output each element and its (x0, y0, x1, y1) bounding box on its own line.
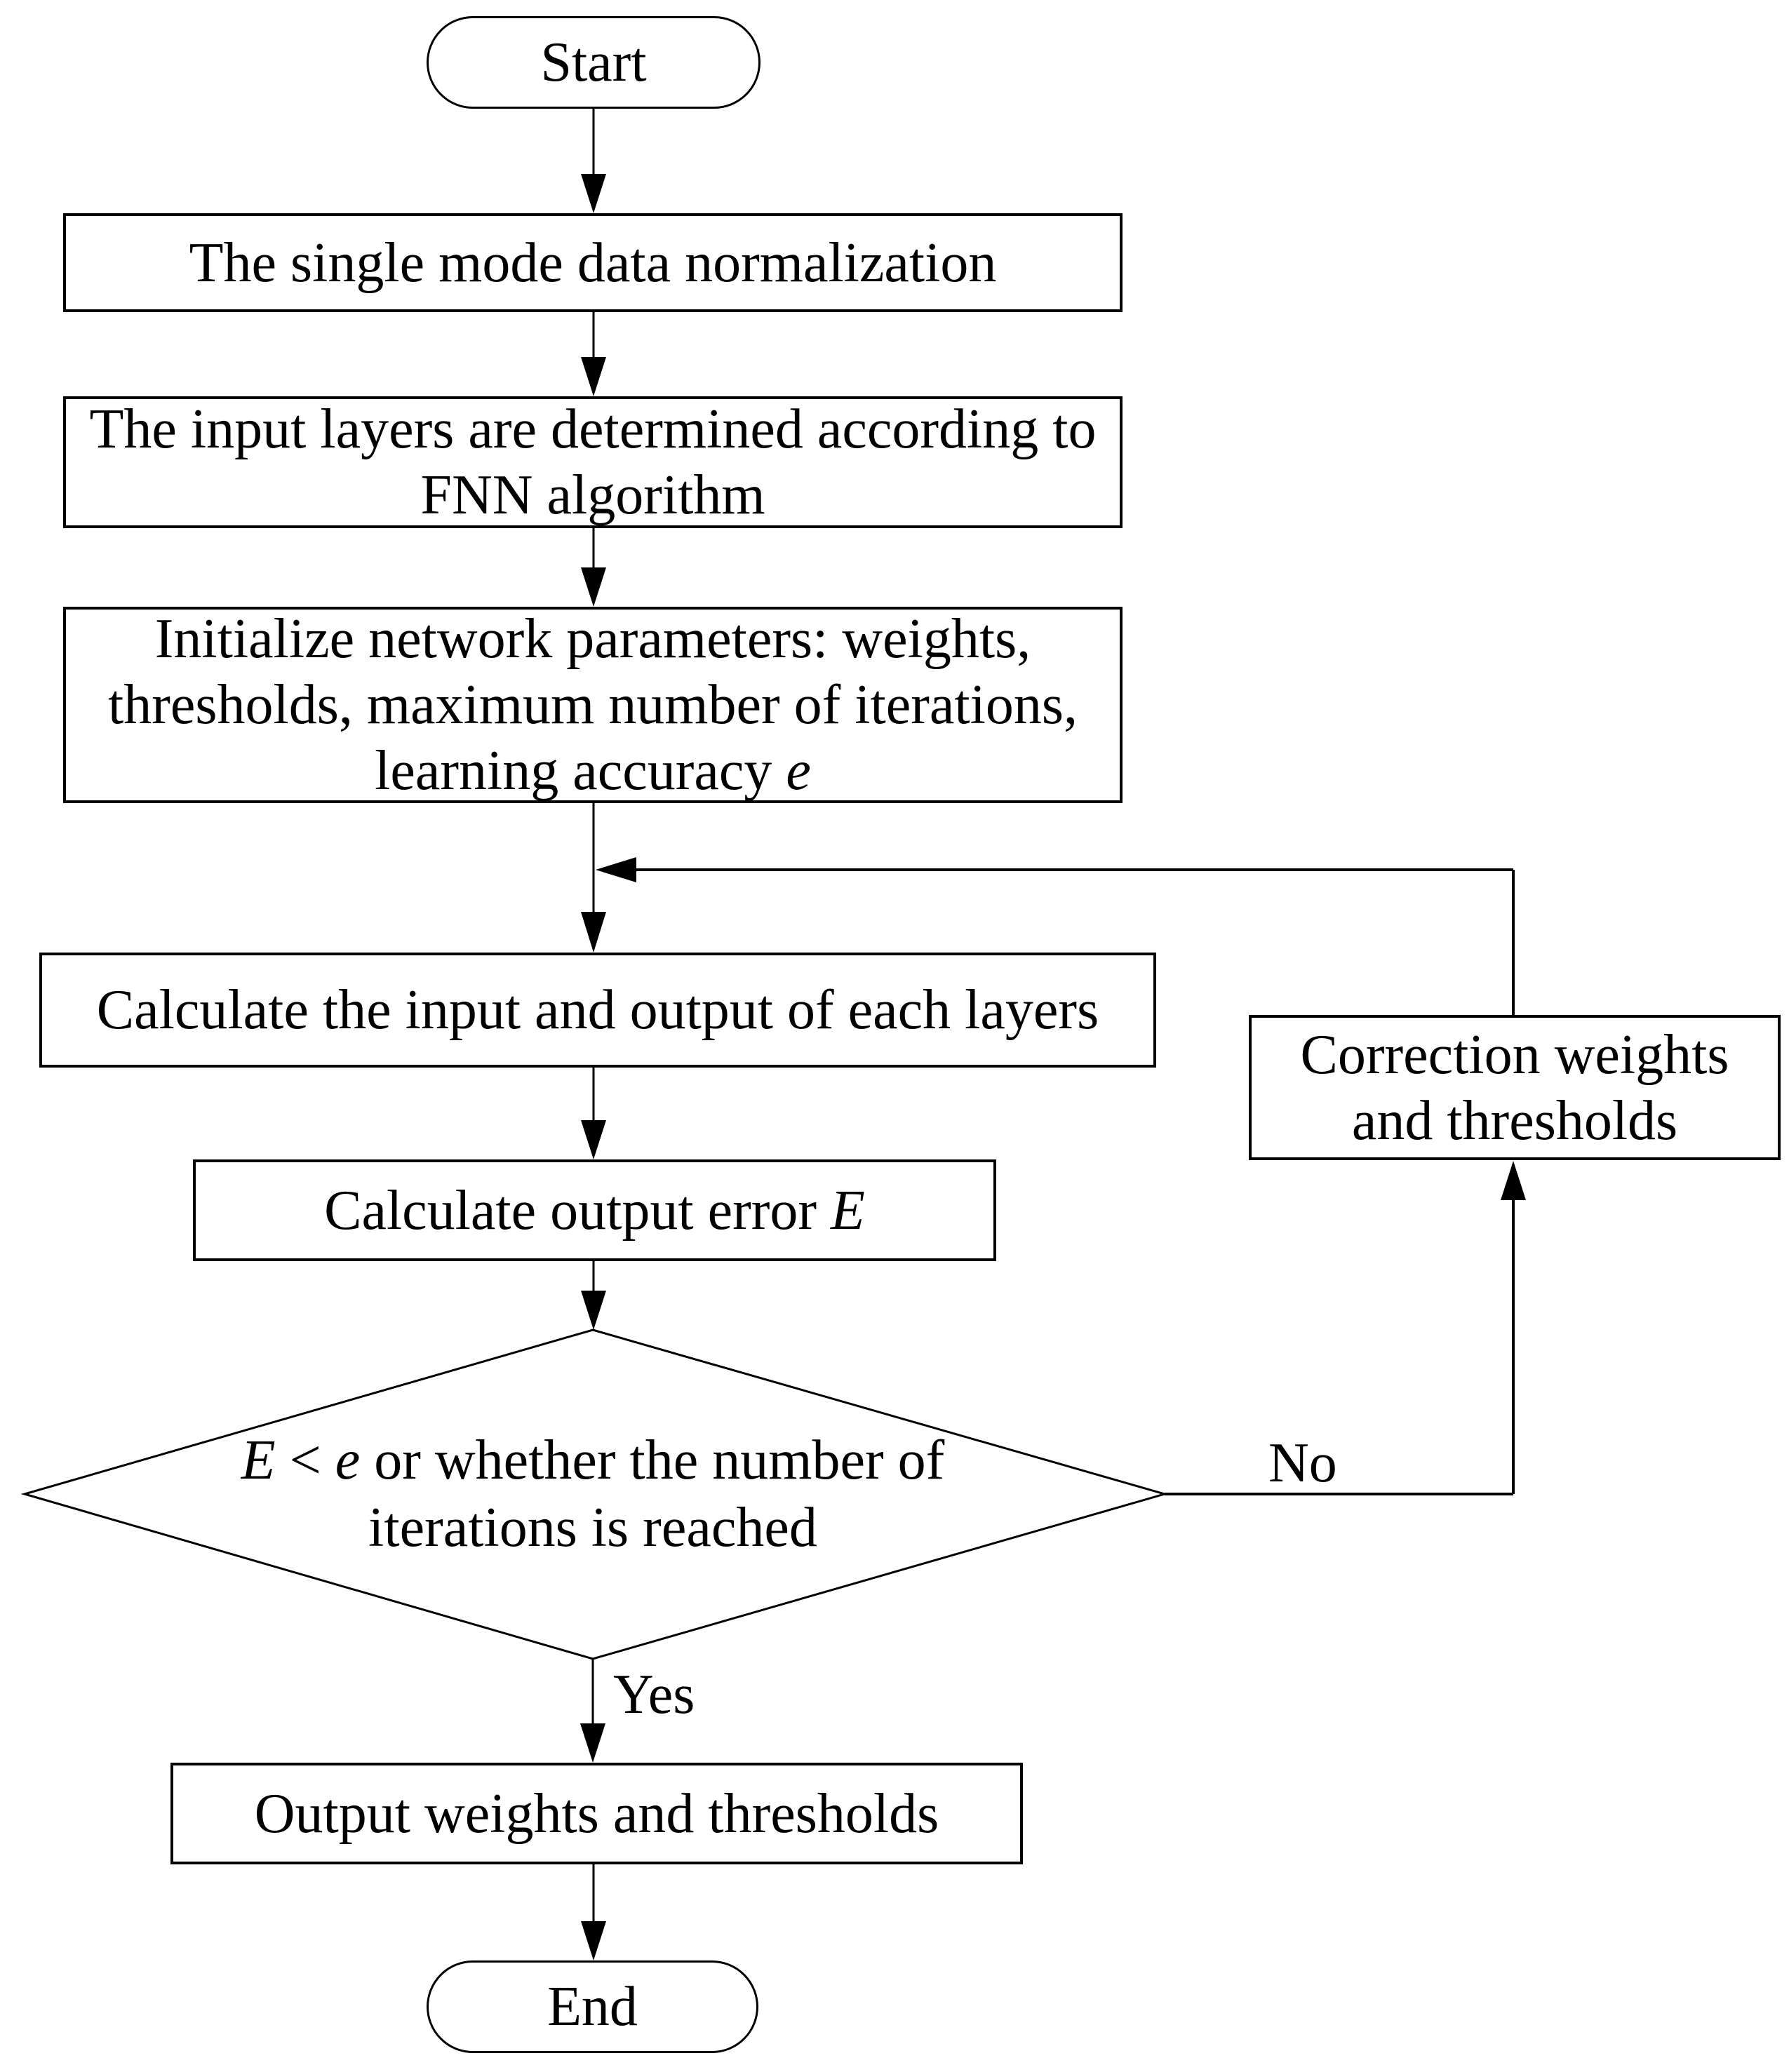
calculate-error-text: Calculate output error (324, 1179, 831, 1242)
correction-line2: and thresholds (1351, 1089, 1678, 1152)
calculate-error-line: Calculate output error E (324, 1178, 865, 1244)
calculate-error-node: Calculate output error E (193, 1159, 996, 1261)
decision-line1: E < e or whether the number of (241, 1427, 945, 1494)
initialize-line3-text: learning accuracy (375, 740, 786, 802)
decision-var-e: e (335, 1429, 361, 1491)
calculate-io-label: Calculate the input and output of each l… (96, 979, 1099, 1041)
edge-label-no: No (1268, 1432, 1337, 1494)
initialize-line3: learning accuracy e (375, 738, 811, 804)
decision-line1-rest: or whether the number of (360, 1429, 945, 1491)
start-label: Start (540, 32, 647, 93)
arrowhead-into-end (581, 1921, 606, 1960)
arrowhead-feedback-into-main-line (596, 857, 636, 882)
decision-comparator: < (275, 1429, 335, 1491)
input-layers-line1: The input layers are determined accordin… (89, 398, 1097, 460)
decision-var-E: E (241, 1429, 276, 1491)
input-layers-line2: FNN algorithm (420, 464, 765, 526)
output-node: Output weights and thresholds (170, 1763, 1023, 1864)
arrowhead-into-calculate-error (581, 1120, 606, 1159)
start-node: Start (427, 16, 761, 109)
arrowhead-into-decision (581, 1291, 606, 1330)
initialize-node: Initialize network parameters: weights, … (63, 607, 1123, 803)
input-layers-node: The input layers are determined accordin… (63, 396, 1123, 528)
end-label: End (547, 1976, 638, 2038)
initialize-line2: thresholds, maximum number of iterations… (108, 674, 1078, 736)
end-node: End (427, 1960, 758, 2053)
arrowhead-into-correction (1501, 1161, 1526, 1200)
initialize-accuracy-var: e (786, 740, 811, 802)
calculate-io-node: Calculate the input and output of each l… (39, 953, 1156, 1068)
calculate-error-var: E (831, 1179, 865, 1242)
output-label: Output weights and thresholds (254, 1782, 939, 1845)
arrowhead-start-to-normalize (581, 174, 606, 213)
decision-node-text: E < e or whether the number of iteration… (140, 1420, 1045, 1568)
correction-node: Correction weights and thresholds (1249, 1015, 1781, 1160)
edge-label-yes: Yes (613, 1664, 695, 1725)
decision-line2: iterations is reached (368, 1497, 817, 1559)
normalize-label: The single mode data normalization (189, 231, 997, 294)
correction-line1: Correction weights (1300, 1023, 1729, 1086)
arrowhead-into-calculate-io (581, 912, 606, 953)
normalize-node: The single mode data normalization (63, 213, 1123, 312)
initialize-line1: Initialize network parameters: weights, (154, 608, 1031, 670)
arrowhead-into-output (580, 1723, 605, 1763)
arrowhead-normalize-to-input-layers (581, 357, 606, 396)
arrowhead-input-layers-to-initialize (581, 567, 606, 607)
